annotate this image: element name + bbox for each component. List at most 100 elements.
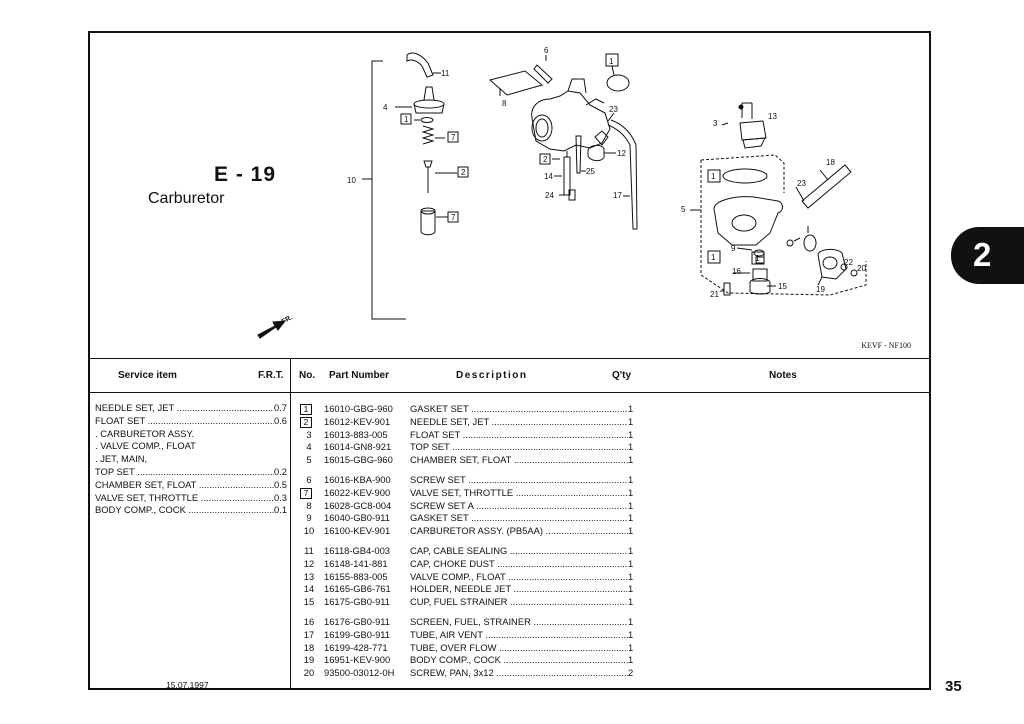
svg-text:10: 10 <box>347 176 356 185</box>
part-qty: 1 <box>628 654 634 666</box>
part-description: VALVE COMP., FLOAT <box>410 571 628 584</box>
part-number: 16022-KEV-900 <box>324 486 391 498</box>
part-description: SCREW, PAN, 3x12 <box>410 667 628 680</box>
part-qty: 1 <box>628 544 634 556</box>
service-item: TOP SET0.2 <box>95 466 287 479</box>
svg-text:21: 21 <box>710 290 719 299</box>
svg-text:11: 11 <box>441 69 450 78</box>
service-item: . VALVE COMP., FLOAT <box>95 440 196 452</box>
service-items-list: NEEDLE SET, JET0.7 FLOAT SET0.6 . CARBUR… <box>95 402 287 517</box>
divider-col <box>290 359 291 688</box>
table-row: 8 16028-GC8-004 SCREW SET A1 <box>300 500 642 513</box>
part-no: 17 <box>303 628 315 640</box>
service-item: FLOAT SET0.6 <box>95 415 287 428</box>
carburetor-exploded-diagram: 6 11 4 10 8 23 12 14 25 24 17 13 3 5 18 … <box>257 46 867 339</box>
part-description: BODY COMP., COCK <box>410 654 628 667</box>
divider-top <box>90 358 929 359</box>
part-no: 4 <box>306 441 312 453</box>
part-number: 16015-GBG-960 <box>324 454 393 466</box>
part-no: 10 <box>303 525 315 537</box>
part-qty: 1 <box>628 525 634 537</box>
part-number: 16199-428-771 <box>324 641 388 653</box>
svg-text:12: 12 <box>617 149 626 158</box>
part-number: 16014-GN8-921 <box>324 441 392 453</box>
svg-text:9: 9 <box>731 244 736 253</box>
header-notes: Notes <box>769 370 797 381</box>
svg-text:23: 23 <box>797 179 806 188</box>
part-no: 15 <box>303 596 315 608</box>
figure-code: KEVF - NF100 <box>861 341 911 350</box>
part-no: 7 <box>300 487 312 499</box>
part-number: 16155-883-005 <box>324 570 388 582</box>
service-item: VALVE SET, THROTTLE0.3 <box>95 492 287 505</box>
part-description: CUP, FUEL STRAINER <box>410 596 628 609</box>
part-qty: 1 <box>628 415 634 427</box>
page-number: 35 <box>945 678 962 695</box>
svg-text:4: 4 <box>383 103 388 112</box>
part-description: CARBURETOR ASSY. (PB5AA) <box>410 525 628 538</box>
part-number: 16199-GB0-911 <box>324 628 391 640</box>
part-description: FLOAT SET <box>410 429 628 442</box>
svg-text:2: 2 <box>543 155 548 164</box>
part-qty: 1 <box>628 570 634 582</box>
part-number: 16175-GB0-911 <box>324 596 391 608</box>
part-description: SCREW SET <box>410 474 628 487</box>
part-no: 2 <box>300 416 312 428</box>
svg-text:7: 7 <box>451 133 456 142</box>
part-no: 16 <box>303 615 315 627</box>
part-description: SCREW SET A <box>410 500 628 513</box>
part-qty: 1 <box>628 596 634 608</box>
part-description: TUBE, OVER FLOW <box>410 642 628 655</box>
header-qty: Q'ty <box>612 370 632 381</box>
part-number: 16176-GB0-911 <box>324 615 391 627</box>
part-no: 12 <box>303 557 315 569</box>
part-description: CAP, CHOKE DUST <box>410 558 628 571</box>
part-no: 8 <box>306 499 312 511</box>
part-number: 16016-KBA-900 <box>324 473 391 485</box>
part-no: 1 <box>300 404 312 415</box>
svg-text:20: 20 <box>857 264 866 273</box>
table-row: 15 16175-GB0-911 CUP, FUEL STRAINER1 <box>300 596 642 609</box>
service-item: CHAMBER SET, FLOAT0.5 <box>95 479 287 492</box>
svg-text:1: 1 <box>755 254 760 263</box>
part-number: 16028-GC8-004 <box>324 499 392 511</box>
service-item: BODY COMP., COCK0.1 <box>95 504 287 517</box>
part-number: 16951-KEV-900 <box>324 654 391 666</box>
part-qty: 1 <box>628 512 634 524</box>
part-description: TOP SET <box>410 441 628 454</box>
part-description: VALVE SET, THROTTLE <box>410 487 628 500</box>
part-no: 20 <box>303 667 315 679</box>
table-row: 16 16176-GB0-911 SCREEN, FUEL, STRAINER1 <box>300 616 642 629</box>
part-qty: 1 <box>628 615 634 627</box>
svg-text:24: 24 <box>545 191 554 200</box>
part-description: HOLDER, NEEDLE JET <box>410 583 628 596</box>
part-qty: 1 <box>628 499 634 511</box>
part-description: SCREEN, FUEL, STRAINER <box>410 616 628 629</box>
part-qty: 1 <box>628 428 634 440</box>
part-qty: 1 <box>628 441 634 453</box>
part-number: 16010-GBG-960 <box>324 403 393 414</box>
svg-text:8: 8 <box>502 99 507 108</box>
svg-text:25: 25 <box>586 167 595 176</box>
section-title: Carburetor <box>148 190 225 207</box>
svg-text:16: 16 <box>732 267 741 276</box>
part-number: 16118-GB4-003 <box>324 544 391 556</box>
svg-text:1: 1 <box>711 172 716 181</box>
svg-text:5: 5 <box>681 205 686 214</box>
section-code: E - 19 <box>214 163 277 186</box>
